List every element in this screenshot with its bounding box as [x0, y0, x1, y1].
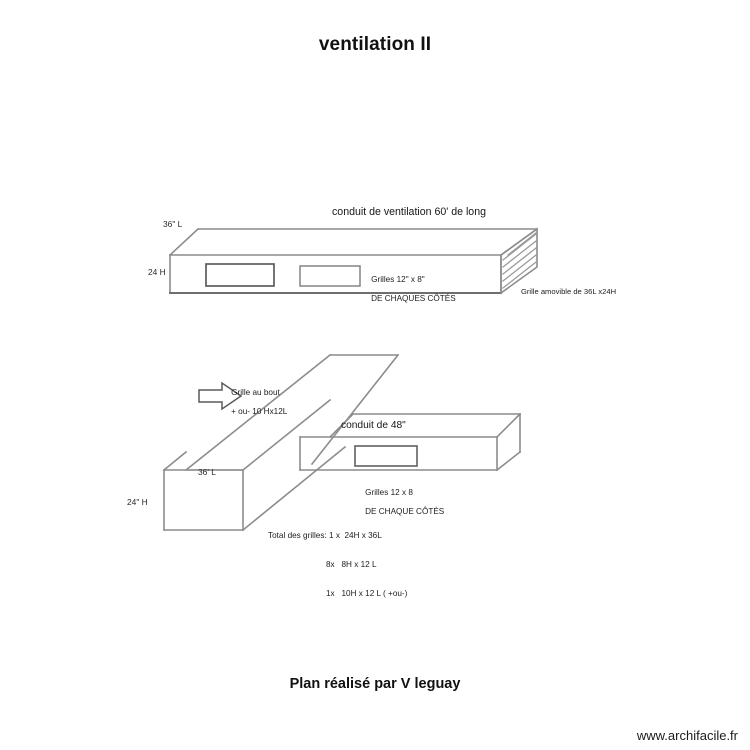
upper-grille-openings: [205, 263, 361, 287]
upper-grille-note: Grilles 12" x 8" DE CHAQUES CÔTÉS: [362, 265, 456, 313]
grille-opening: [354, 445, 418, 467]
removable-grille-label: Grille amovible de 36L x24H: [521, 287, 617, 296]
lower-duct-height-label: 24" H: [127, 497, 148, 507]
upper-duct-width-label: 36" L: [163, 219, 183, 229]
lower-grille-note-line1: Grilles 12 x 8: [365, 487, 413, 497]
upper-duct-height-label: 24 H: [148, 267, 166, 277]
arrow-note-line2: + ou- 10 Hx12L: [231, 407, 288, 417]
grille-totals-row: 1x 10H x 12 L ( +ou-): [268, 589, 407, 599]
lower-diagonal-duct: [162, 353, 400, 532]
arrow-note: Grille au bout + ou- 10 Hx12L: [222, 378, 287, 426]
page-title: ventilation II: [318, 34, 432, 55]
removable-grille-end: [500, 227, 538, 295]
grille-opening: [299, 265, 361, 287]
grille-totals-block: Total des grilles: 1 x 24H x 36L 8x 8H x…: [268, 512, 407, 618]
grille-totals-heading: Total des grilles:: [268, 531, 327, 541]
lower-grille-note-line2: DE CHAQUE CÔTÉS: [365, 507, 445, 517]
upper-duct-label: conduit de ventilation 60' de long: [332, 206, 486, 218]
branch-duct-label: conduit de 48": [341, 420, 406, 431]
lower-grille-note: Grilles 12 x 8 DE CHAQUE CÔTÉS: [356, 478, 444, 526]
grille-totals-value: 1x 10H x 12 L ( +ou-): [326, 589, 408, 599]
grille-totals-value: 8x 8H x 12 L: [326, 560, 377, 570]
grille-opening: [205, 263, 275, 287]
airflow-arrow: [198, 381, 243, 411]
grille-totals-row: 8x 8H x 12 L: [268, 560, 407, 570]
branch-duct-48: [299, 412, 522, 472]
lower-duct-width-label: 36' L: [198, 467, 216, 477]
grille-totals-value: 1 x 24H x 36L: [328, 531, 382, 541]
plan-credit: Plan réalisé par V leguay: [289, 676, 461, 692]
upper-grille-note-line2: DE CHAQUES CÔTÉS: [371, 294, 456, 304]
upper-grille-note-line1: Grilles 12" x 8": [371, 274, 425, 284]
grille-totals-row: Total des grilles: 1 x 24H x 36L: [268, 531, 407, 541]
source-url: www.archifacile.fr: [636, 728, 738, 743]
arrow-note-line1: Grille au bout: [231, 387, 280, 397]
